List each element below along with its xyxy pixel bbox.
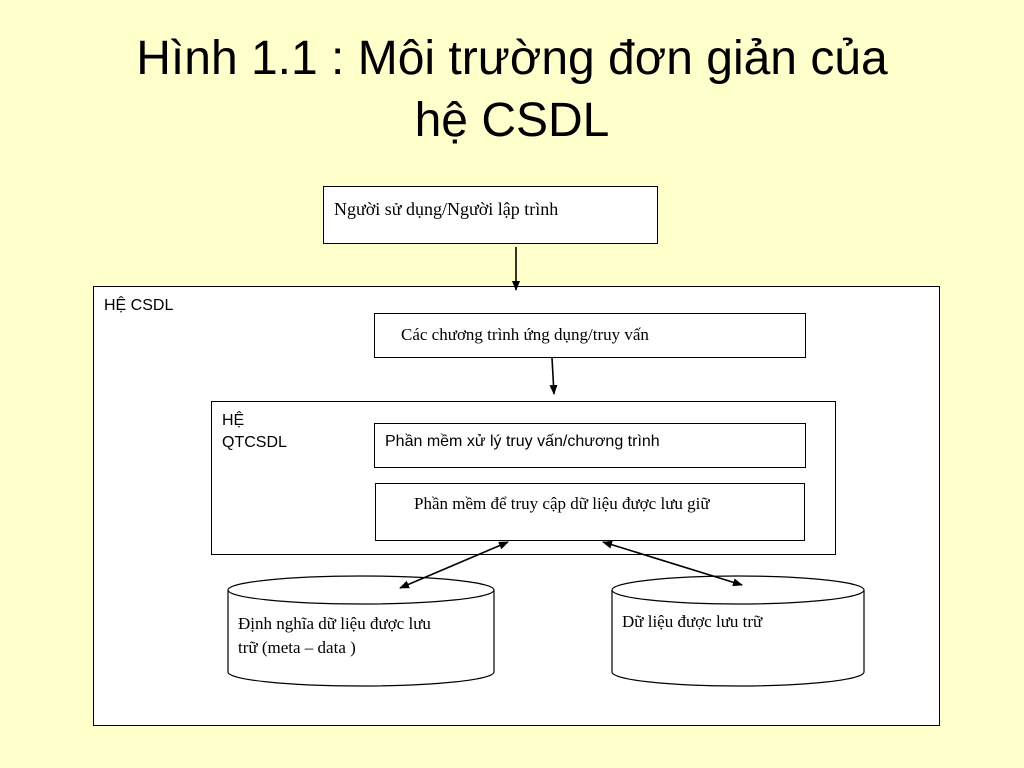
metadata-database-label: Định nghĩa dữ liệu được lưu trữ (meta – … [238,612,431,660]
slide-title-line2: hệ CSDL [414,94,610,147]
metadata-database-label-line1: Định nghĩa dữ liệu được lưu [238,614,431,633]
application-programs-label: Các chương trình ứng dụng/truy vấn [401,325,649,344]
user-box-label: Người sử dụng/Người lập trình [334,199,559,219]
dbms-label-line1: HỆ [222,412,245,429]
dbms-label-line2: QTCSDL [222,434,287,451]
stored-data-label: Dữ liệu được lưu trữ [622,612,763,631]
slide-title: Hình 1.1 : Môi trường đơn giản của hệ CS… [0,28,1024,152]
metadata-database-label-line2: trữ (meta – data ) [238,638,356,657]
data-access-software-box: Phần mềm để truy cập dữ liệu được lưu gi… [375,483,805,541]
dbms-label: HỆ QTCSDL [222,410,287,454]
data-access-software-label: Phần mềm để truy cập dữ liệu được lưu gi… [414,494,710,513]
query-processor-label: Phần mềm xử lý truy vấn/chương trình [385,433,660,450]
user-box: Người sử dụng/Người lập trình [323,186,658,244]
slide-title-line1: Hình 1.1 : Môi trường đơn giản của [136,32,888,85]
database-system-label: HỆ CSDL [104,297,174,314]
query-processor-box: Phần mềm xử lý truy vấn/chương trình [374,423,806,468]
application-programs-box: Các chương trình ứng dụng/truy vấn [374,313,806,358]
